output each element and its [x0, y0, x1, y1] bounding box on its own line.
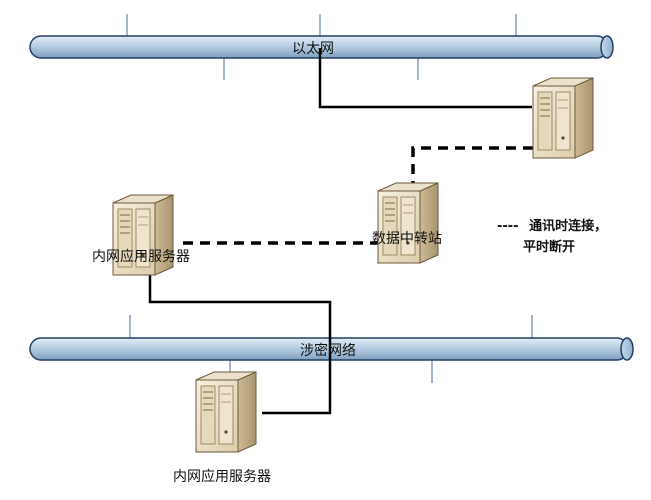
legend-dash-marker: ---- — [497, 219, 519, 234]
legend-line2: 平时断开 — [523, 240, 576, 255]
ethernet-label: 以太网 — [292, 41, 334, 57]
solid-links — [148, 48, 532, 415]
server-icon-inner-bottom — [195, 371, 257, 453]
inner-app-server-label-bottom: 内网应用服务器 — [173, 469, 271, 485]
relay-server-label: 数据中转站 — [372, 231, 442, 247]
classified-network-label: 涉密网络 — [300, 343, 356, 359]
server-icon-ethernet — [532, 77, 594, 159]
dashed-line-legend: ---- 通讯时连接， 平时断开 — [497, 216, 607, 258]
server-icon-relay — [377, 182, 439, 264]
inner-app-server-label-top: 内网应用服务器 — [92, 249, 190, 265]
dashed-links — [183, 146, 533, 245]
legend-line1: 通讯时连接， — [529, 219, 608, 234]
